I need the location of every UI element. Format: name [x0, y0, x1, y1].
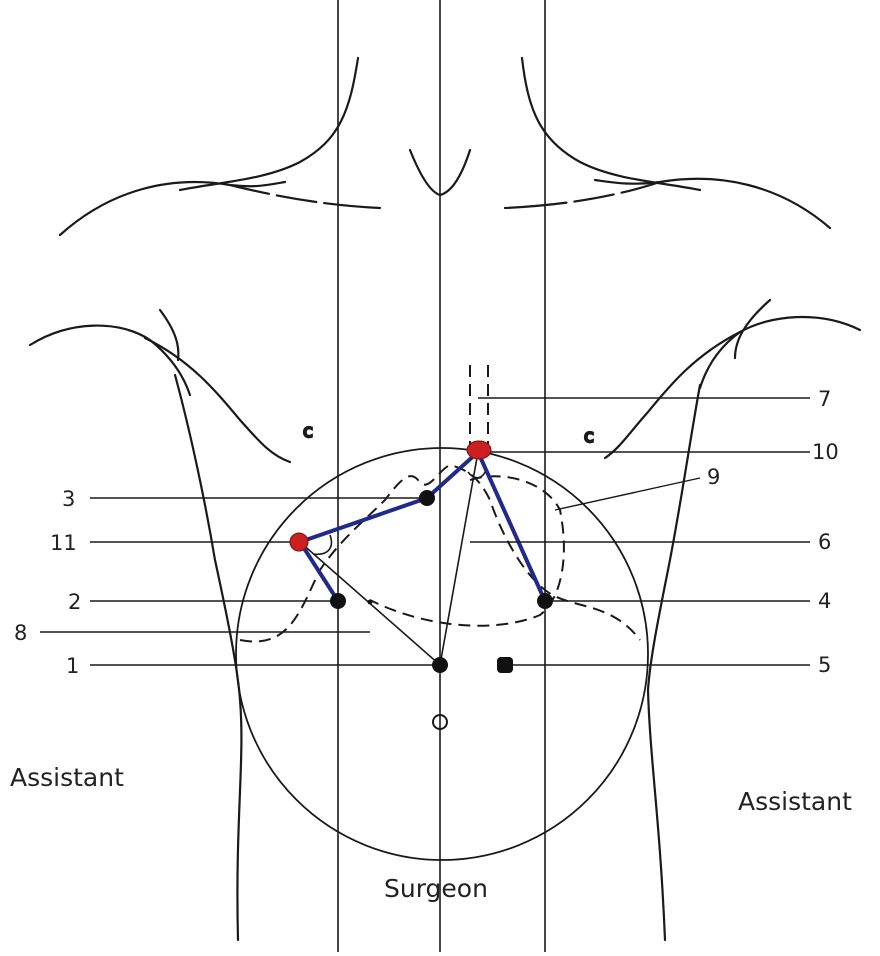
trajectory-1-to-10: [440, 452, 478, 665]
arm-2-to-11: [300, 542, 338, 601]
port-4: [537, 593, 553, 609]
leader-lines: [40, 398, 810, 665]
clavicle-right: [505, 182, 660, 208]
label-7: 7: [818, 387, 831, 411]
arm-11-to-3: [300, 498, 427, 542]
port-3: [419, 490, 435, 506]
label-9: 9: [707, 465, 720, 489]
shoulder-right: [595, 179, 830, 228]
port-markers: [330, 490, 553, 673]
leader-9: [555, 478, 700, 510]
clavicle-left: [230, 185, 380, 208]
nipple-right: c: [584, 426, 594, 447]
nipple-left: c: [303, 421, 313, 442]
arm-4-to-10: [478, 452, 545, 601]
trajectory-lines: [300, 452, 486, 665]
neck-left: [180, 58, 358, 190]
reference-lines: [338, 0, 545, 952]
label-1: 1: [66, 654, 79, 678]
target-10: [467, 441, 491, 459]
label-10: 10: [812, 440, 839, 464]
torso-outline: c c: [30, 58, 860, 940]
label-2: 2: [68, 590, 81, 614]
arm-right-fold: [735, 300, 770, 358]
arm-right-outer: [700, 317, 860, 388]
label-5: 5: [818, 653, 831, 677]
torso-right-side: [648, 385, 700, 940]
label-3: 3: [62, 487, 75, 511]
label-6: 6: [818, 530, 831, 554]
arm-left-outer: [30, 326, 190, 395]
robot-arms: [300, 452, 545, 601]
target-11: [290, 533, 308, 551]
label-11: 11: [50, 531, 77, 555]
number-labels: 7 10 9 3 11 6 2 4 8 1 5: [14, 387, 839, 678]
torso-left-side: [175, 375, 241, 940]
neck-right: [522, 58, 700, 190]
assistant-right-label: Assistant: [738, 787, 852, 816]
role-labels: Assistant Assistant Surgeon: [10, 763, 852, 903]
label-8: 8: [14, 621, 27, 645]
port-1: [432, 657, 448, 673]
assistant-left-label: Assistant: [10, 763, 124, 792]
surgeon-label: Surgeon: [384, 874, 488, 903]
port-5: [497, 657, 513, 673]
label-4: 4: [818, 589, 831, 613]
port-8-mark: [368, 600, 373, 605]
angle-arc-10: [468, 470, 486, 478]
port-2: [330, 593, 346, 609]
